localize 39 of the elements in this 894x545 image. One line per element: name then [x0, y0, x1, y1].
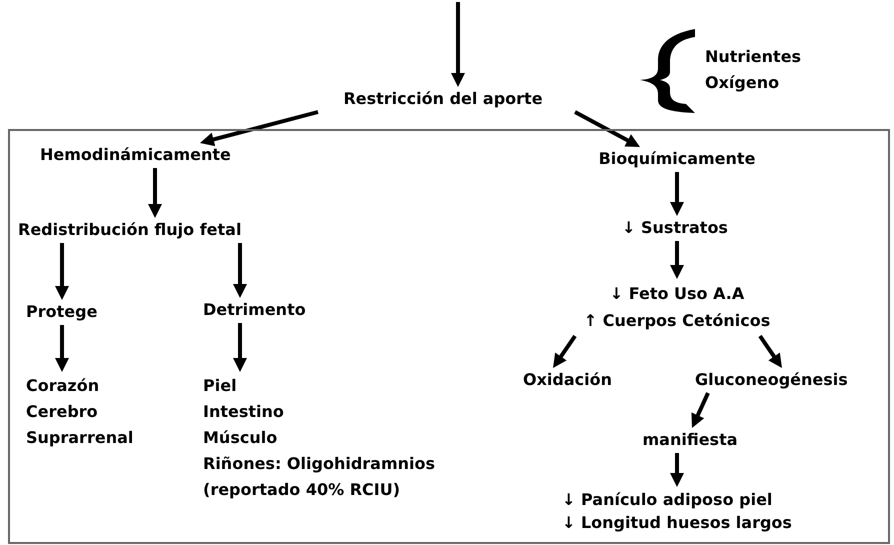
node-text: Detrimento	[203, 299, 306, 321]
arrow	[451, 2, 465, 87]
node-text: Oxígeno	[705, 72, 780, 94]
node-text: ↓ Feto Uso A.A	[608, 283, 746, 305]
arrow	[55, 243, 69, 300]
node-text: Redistribución flujo fetal	[18, 219, 242, 241]
node-text: (reportado 40% RCIU)	[203, 479, 402, 501]
node-text: Gluconeogénesis	[695, 369, 848, 391]
arrow	[55, 325, 69, 372]
frame-box	[8, 129, 890, 544]
node-text: ↓ Sustratos	[622, 217, 728, 239]
node-text: ↓ Longitud huesos largos	[562, 512, 792, 534]
arrow	[758, 334, 782, 368]
node-text: Restricción del aporte	[343, 88, 543, 110]
node-text: Intestino	[203, 401, 285, 423]
node-text: ↑ Cuerpos Cetónicos	[584, 310, 770, 332]
arrow	[691, 392, 710, 428]
arrow	[670, 172, 684, 216]
node-text: Riñones: Oligohidramnios	[203, 453, 436, 475]
arrow	[553, 334, 577, 368]
arrow	[148, 168, 162, 218]
node-text: Suprarrenal	[26, 427, 134, 449]
node-text: Protege	[26, 301, 98, 323]
arrow	[670, 241, 684, 279]
arrow	[233, 323, 247, 372]
node-text: Oxidación	[523, 369, 612, 391]
node-text: Bioquímicamente	[598, 148, 756, 170]
node-text: Nutrientes	[705, 46, 802, 68]
node-text: Hemodinámicamente	[40, 144, 231, 166]
arrow	[574, 110, 640, 147]
node-text: ↓ Panículo adiposo piel	[562, 489, 774, 511]
node-text: Músculo	[203, 427, 278, 449]
node-text: manifiesta	[642, 429, 738, 451]
arrow	[200, 110, 319, 146]
arrow	[670, 453, 684, 487]
arrow	[233, 243, 247, 298]
node-text: Corazón	[26, 375, 100, 397]
node-text: Cerebro	[26, 401, 99, 423]
node-text: Piel	[203, 375, 238, 397]
